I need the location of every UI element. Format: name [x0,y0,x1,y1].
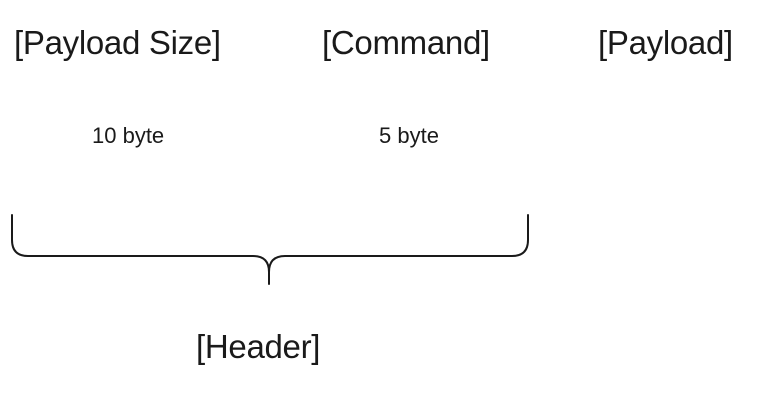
header-group-label: [Header] [196,328,321,365]
payload-size-field-label: [Payload Size] [14,24,221,61]
payload-field-label: [Payload] [598,24,733,61]
payload-size-byte-count: 10 byte [92,123,165,148]
command-field-label: [Command] [322,24,490,61]
command-byte-count: 5 byte [379,123,439,148]
